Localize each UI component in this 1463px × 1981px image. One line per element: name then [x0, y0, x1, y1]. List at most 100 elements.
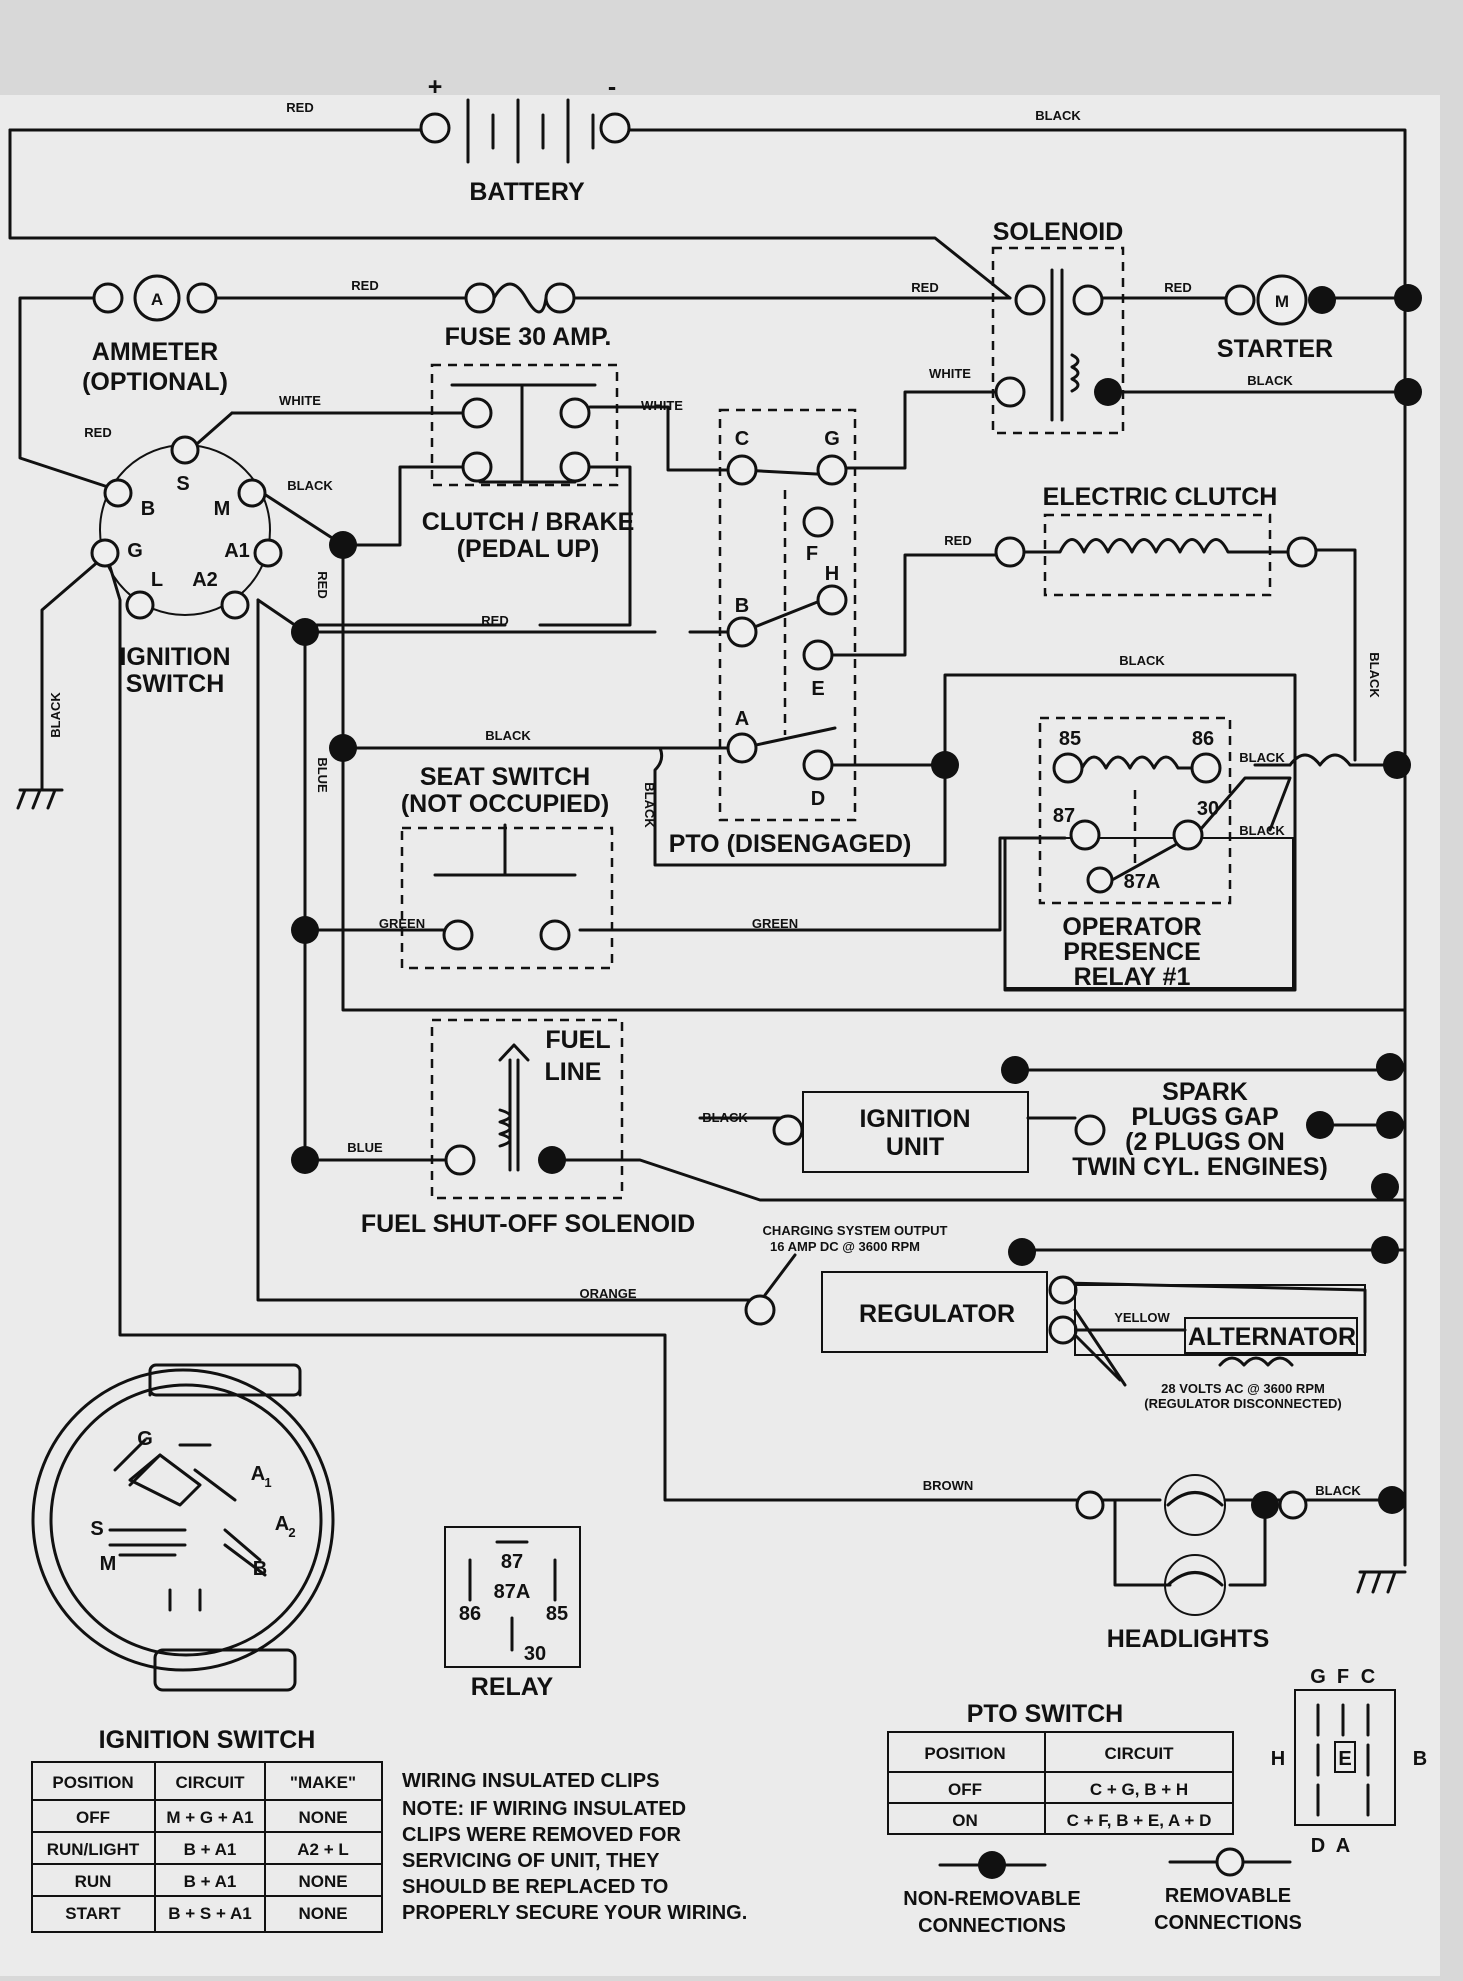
junction-red: [291, 618, 319, 646]
pto-table-grid: [887, 1731, 1234, 1835]
charging-arrow: [763, 1253, 797, 1297]
clutch-brake-box: [430, 363, 619, 487]
clutch-brake-label: CLUTCH / BRAKE: [422, 508, 635, 536]
relay-term-85: 85: [1059, 728, 1081, 750]
ign-term-a1: A1: [224, 540, 250, 562]
spark-plugs-sub2: (2 PLUGS ON: [1125, 1128, 1285, 1156]
ign-detail-s: S: [90, 1518, 103, 1540]
legend-removable-symbol: [1168, 1847, 1292, 1877]
pto-pin-diagram-box: [1294, 1689, 1396, 1826]
wire-label-red-fuse: RED: [351, 278, 378, 293]
ammeter-symbol-letter: A: [151, 290, 163, 309]
battery-negative: -: [608, 73, 616, 101]
relay-pin-87a: 87A: [494, 1581, 531, 1603]
wire-label-black-ec: BLACK: [1119, 653, 1165, 668]
ign-table-cell: B + S + A1: [168, 1904, 251, 1923]
ign-table-cell: NONE: [298, 1872, 347, 1891]
pto-pin-f: F: [1337, 1666, 1349, 1688]
legend-removable-label: REMOVABLE: [1165, 1885, 1291, 1907]
right-bus-junctions: [1371, 1053, 1406, 1514]
ign-table-cell: NONE: [298, 1904, 347, 1923]
battery-symbol: [419, 98, 631, 164]
wire-label-red-vert: RED: [315, 571, 330, 598]
fuse-label: FUSE 30 AMP.: [445, 323, 612, 351]
wire-brown: [106, 558, 1092, 1502]
wire-clutch-red: [303, 465, 632, 627]
pto-table-cell: OFF: [948, 1780, 982, 1799]
wire-label-orange: ORANGE: [579, 1286, 636, 1301]
alternator-label: ALTERNATOR: [1188, 1323, 1356, 1351]
charging-output-sub: 16 AMP DC @ 3600 RPM: [770, 1239, 920, 1254]
spark-plug-terminal: [1306, 1111, 1334, 1139]
ammeter-label: AMMETER: [92, 338, 218, 366]
wire-ign-ground: [40, 558, 102, 792]
ign-table-cell: RUN/LIGHT: [47, 1840, 140, 1859]
pto-term-b: B: [735, 595, 749, 617]
headlight-symbols: [1164, 1474, 1226, 1616]
pto-pin-g: G: [1310, 1666, 1326, 1688]
fuel-solenoid-box: [430, 1018, 624, 1200]
relay-outer-box: [1004, 837, 1294, 989]
pto-pin-e: E: [1338, 1748, 1351, 1770]
clutch-brake-sub: (PEDAL UP): [457, 535, 600, 563]
pto-table-header-position: POSITION: [924, 1744, 1005, 1763]
ignition-switch-detail: [31, 1363, 335, 1692]
pto-term-h: H: [825, 563, 839, 585]
alternator-voltage-sub: (REGULATOR DISCONNECTED): [1144, 1396, 1341, 1411]
relay-diagram-label: RELAY: [471, 1673, 554, 1701]
wire-label-red-battery: RED: [286, 100, 313, 115]
pto-term-a: A: [735, 708, 749, 730]
wire-electric-clutch-red: [816, 553, 1012, 657]
ign-table-cell: M + G + A1: [166, 1808, 253, 1827]
ign-term-b: B: [141, 498, 155, 520]
ign-detail-a2: A: [275, 1513, 289, 1535]
electric-clutch-label: ELECTRIC CLUTCH: [1043, 483, 1278, 511]
wire-label-brown: BROWN: [923, 1478, 974, 1493]
ign-term-l: L: [151, 569, 163, 591]
wire-label-black-hl: BLACK: [1315, 1483, 1361, 1498]
note-line: CLIPS WERE REMOVED FOR: [402, 1824, 681, 1846]
pto-pin-b: B: [1413, 1748, 1427, 1770]
wire-label-black-relay2: BLACK: [1239, 823, 1285, 838]
pto-term-g: G: [824, 428, 840, 450]
fuel-line-sub: LINE: [545, 1058, 602, 1086]
legend-nonremovable-label: NON-REMOVABLE: [903, 1888, 1080, 1910]
solenoid-box: [991, 246, 1125, 435]
wire-label-yellow: YELLOW: [1114, 1310, 1170, 1325]
seat-switch-sub: (NOT OCCUPIED): [401, 790, 609, 818]
headlight-input: [1075, 1490, 1105, 1520]
wire-label-black-starter: BLACK: [1247, 373, 1293, 388]
junction-clutch-black: [329, 531, 357, 559]
ign-detail-a1: A: [251, 1463, 265, 1485]
alternator-voltage: 28 VOLTS AC @ 3600 RPM: [1161, 1381, 1325, 1396]
ign-table-cell: B + A1: [184, 1872, 237, 1891]
starter-symbol-letter: M: [1275, 292, 1289, 311]
note-title: WIRING INSULATED CLIPS: [402, 1770, 659, 1792]
solenoid-label: SOLENOID: [993, 218, 1124, 246]
wire-label-white-clutch: WHITE: [279, 393, 321, 408]
pto-table-title: PTO SWITCH: [967, 1700, 1123, 1728]
ign-table-header-make: "MAKE": [290, 1773, 356, 1792]
battery-label: BATTERY: [469, 178, 585, 206]
wire-label-red-ec: RED: [944, 533, 971, 548]
ammeter-symbol: [92, 274, 218, 322]
wire-label-black-seat: BLACK: [485, 728, 531, 743]
starter-motor-symbol: [1224, 274, 1336, 326]
ign-table-cell: RUN: [75, 1872, 112, 1891]
relay-term-87: 87: [1053, 805, 1075, 827]
regulator-label: REGULATOR: [859, 1300, 1015, 1328]
relay-label-2: PRESENCE: [1063, 938, 1201, 966]
ignition-unit-sub: UNIT: [886, 1133, 944, 1161]
wire-ammeter-red: [18, 296, 110, 489]
headlight-output: [1278, 1490, 1308, 1520]
regulator-box: [821, 1271, 1048, 1353]
charging-output-label: CHARGING SYSTEM OUTPUT: [763, 1223, 948, 1238]
seat-switch-box: [400, 826, 614, 970]
junction-regulator: [1008, 1238, 1036, 1266]
wire-label-black-pto-v: BLACK: [642, 782, 657, 828]
junction-black-seat: [329, 734, 357, 762]
wire-label-black-ground: BLACK: [48, 692, 63, 738]
note-line: SHOULD BE REPLACED TO: [402, 1876, 668, 1898]
